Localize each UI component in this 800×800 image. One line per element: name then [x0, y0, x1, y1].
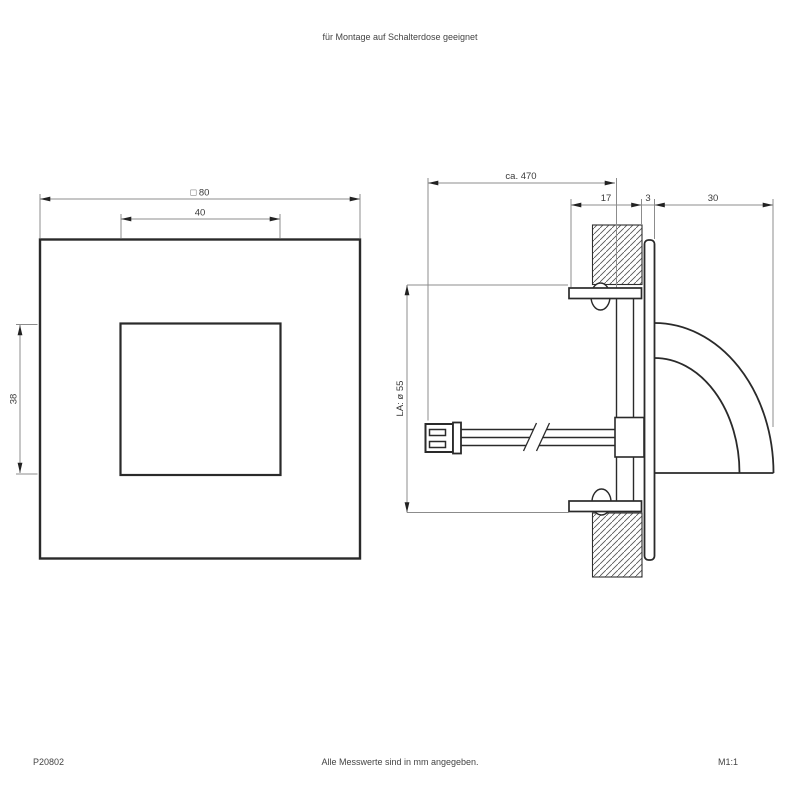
shade-inner-arc — [654, 357, 741, 474]
plug-flange — [452, 421, 462, 455]
dimension-outer-width: □ 80 — [40, 188, 360, 202]
dimension-aperture-width-label: 40 — [195, 208, 206, 219]
curved-shade — [654, 322, 775, 474]
supply-cable — [461, 422, 615, 452]
dimension-cutout-diameter: LA: ø 55 — [395, 285, 410, 513]
fixture-connector-block — [614, 416, 645, 458]
dimension-shade-depth-label: 30 — [708, 193, 719, 204]
dimension-aperture-height-label: 38 — [9, 394, 20, 405]
front-view: □ 80 40 38 — [9, 188, 362, 560]
dimension-shade-depth: 30 — [654, 193, 773, 208]
dimension-cable-length: ca. 470 — [428, 171, 615, 186]
cable-break-marks — [522, 422, 551, 452]
dimension-aperture-height: 38 — [9, 325, 23, 473]
plug-pin-slot-bottom — [428, 440, 447, 449]
page-title: für Montage auf Schalterdose geeignet — [322, 32, 478, 42]
dimension-cutout-diameter-label: LA: ø 55 — [395, 381, 406, 417]
mounting-plate — [643, 239, 656, 561]
cable-plug — [424, 421, 462, 455]
cable-break-gap — [523, 422, 550, 452]
article-number: P20802 — [33, 757, 64, 767]
dimension-outer-width-label: □ 80 — [191, 188, 210, 199]
dimension-plate-thickness: 3 — [641, 193, 655, 206]
front-outer-square — [38, 238, 362, 560]
scale-label: M1:1 — [718, 757, 738, 767]
plug-pin-slot-top — [428, 428, 447, 437]
shade-outer-arc — [654, 322, 775, 474]
side-view: ca. 470 17 3 30 LA: ø 55 — [395, 171, 775, 578]
dimension-recess-depth-label: 17 — [601, 193, 612, 204]
units-note: Alle Messwerte sind in mm angegeben. — [321, 757, 478, 767]
clamp-bracket-bottom — [568, 500, 643, 513]
dimension-recess-depth: 17 — [571, 193, 642, 208]
dimension-aperture-width: 40 — [121, 208, 280, 222]
front-light-aperture — [119, 322, 282, 477]
dimension-cable-length-label: ca. 470 — [505, 171, 536, 182]
dimension-plate-thickness-label: 3 — [645, 193, 650, 204]
footer: P20802 Alle Messwerte sind in mm angegeb… — [33, 757, 738, 767]
clamp-bracket-top — [568, 287, 643, 300]
wall-section-bottom — [591, 512, 643, 578]
wall-section-top — [591, 224, 643, 286]
housing-barrel — [615, 298, 635, 501]
